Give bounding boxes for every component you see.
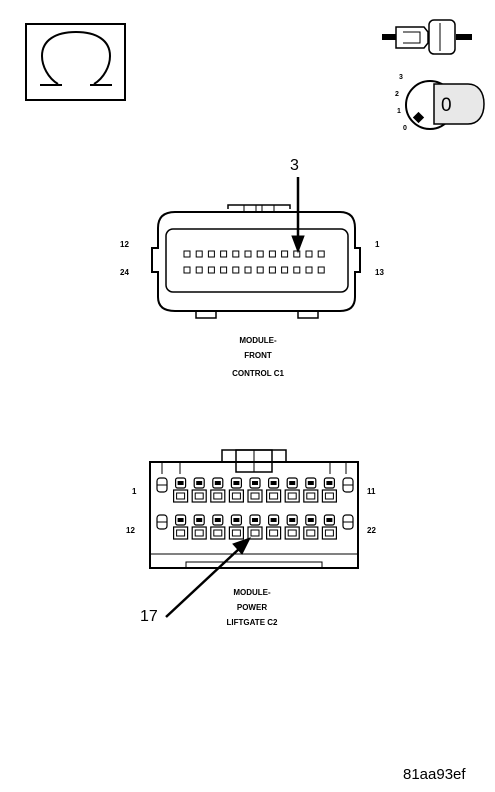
switch-position-0: 0 (403, 125, 407, 132)
c2-pin-cavity (284, 477, 300, 503)
connector-c2 (149, 449, 359, 569)
figure-id: 81aa93ef (403, 766, 466, 783)
c1-caption-line-2: FRONT (244, 351, 272, 360)
c2-pin-cavity (228, 477, 244, 503)
c2-pin-cavity (342, 477, 354, 493)
c2-pin-label-left-bottom: 12 (126, 526, 135, 535)
c2-pin-cavity (156, 477, 168, 493)
c2-pin-cavity (321, 477, 337, 503)
connector-c2-pin-cavities (156, 477, 354, 540)
switch-position-3: 3 (399, 74, 403, 81)
c2-pin-cavity (247, 477, 263, 503)
c1-pin-cavity (256, 266, 264, 274)
c1-pin-cavity (317, 266, 325, 274)
c2-pin-cavity (266, 477, 282, 503)
c2-pin-cavity (266, 514, 282, 540)
c1-pin-cavity (268, 266, 276, 274)
c2-pin-cavity (284, 514, 300, 540)
c1-caption-line-3: CONTROL C1 (232, 369, 284, 378)
c2-pin-cavity (173, 514, 189, 540)
c2-pin-cavity (210, 477, 226, 503)
c2-pin-cavity (247, 514, 263, 540)
c1-pin-cavity (207, 266, 215, 274)
c1-pin-label-left-top: 12 (120, 240, 129, 249)
c2-pin-cavity (191, 514, 207, 540)
c1-pin-cavity (207, 250, 215, 258)
c1-pin-cavity (256, 250, 264, 258)
switch-position-2: 2 (395, 91, 399, 98)
c1-pin-cavity (220, 250, 228, 258)
c1-pin-cavity (183, 250, 191, 258)
c2-pin-cavity (303, 514, 319, 540)
switch-position-1: 1 (397, 108, 401, 115)
c1-pin-label-right-top: 1 (375, 240, 380, 249)
connector-probe-icon (382, 19, 472, 55)
c2-pin-cavity (191, 477, 207, 503)
c1-pin-label-left-bottom: 24 (120, 268, 129, 277)
connector-c1-pin-cavities (183, 250, 325, 274)
c1-caption-line-1: MODULE- (239, 336, 277, 345)
c1-pin-cavity (281, 266, 289, 274)
c2-pin-cavity (228, 514, 244, 540)
c1-pin-cavity (232, 250, 240, 258)
ignition-key-label: 0 (441, 95, 452, 116)
c1-pin-cavity (244, 250, 252, 258)
c1-pin-cavity (244, 266, 252, 274)
c2-caption-line-3: LIFTGATE C2 (226, 618, 278, 627)
c1-pin-cavity (281, 250, 289, 258)
c2-pin-label-left-top: 1 (132, 487, 137, 496)
ohm-meter-icon (25, 23, 126, 101)
callout-arrow-17 (165, 537, 252, 618)
c1-pin-cavity (220, 266, 228, 274)
c1-pin-cavity (293, 266, 301, 274)
c1-pin-cavity (183, 266, 191, 274)
c2-pin-label-right-bottom: 22 (367, 526, 376, 535)
connector-c1 (151, 204, 361, 319)
c1-pin-cavity (195, 266, 203, 274)
c1-pin-cavity (317, 250, 325, 258)
c1-pin-cavity (293, 250, 301, 258)
c1-pin-cavity (232, 266, 240, 274)
c1-pin-cavity (268, 250, 276, 258)
c1-pin-cavity (305, 266, 313, 274)
c2-pin-cavity (342, 514, 354, 530)
c2-pin-cavity (156, 514, 168, 530)
c1-pin-cavity (305, 250, 313, 258)
c1-callout-number: 3 (290, 157, 299, 174)
c2-pin-cavity (303, 477, 319, 503)
c2-pin-cavity (210, 514, 226, 540)
c2-callout-number: 17 (140, 608, 158, 625)
callout-arrow-3 (291, 177, 305, 254)
c2-pin-cavity (321, 514, 337, 540)
c2-caption-line-1: MODULE- (233, 588, 271, 597)
c2-pin-cavity (173, 477, 189, 503)
c2-pin-label-right-top: 11 (367, 487, 376, 496)
c1-pin-label-right-bottom: 13 (375, 268, 384, 277)
ignition-key-icon (405, 80, 485, 130)
c2-caption-line-2: POWER (236, 603, 268, 612)
c1-pin-cavity (195, 250, 203, 258)
